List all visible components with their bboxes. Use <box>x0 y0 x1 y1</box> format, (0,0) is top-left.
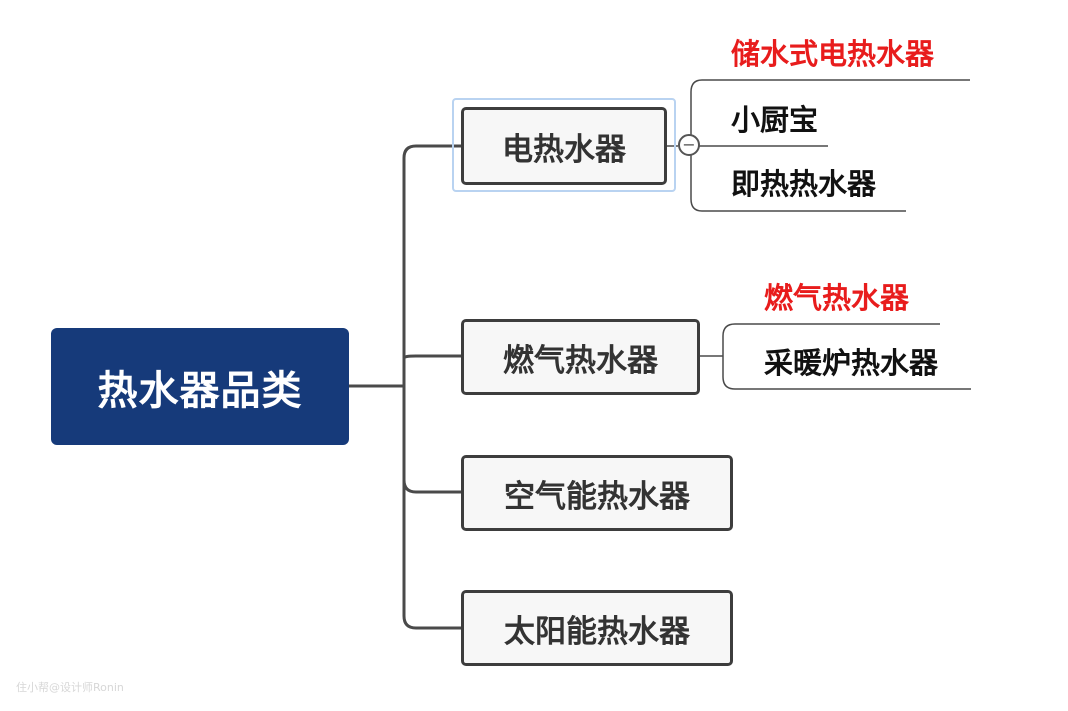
leaf-label: 采暖炉热水器 <box>764 346 939 380</box>
leaf-node-kitchen-heater[interactable]: 小厨宝 <box>731 106 818 135</box>
root-node[interactable]: 热水器品类 <box>51 328 349 445</box>
branch-label: 电热水器 <box>502 131 626 168</box>
gas-children-bracket-spine <box>722 323 736 390</box>
branch-label: 燃气热水器 <box>503 342 658 379</box>
branch-label: 太阳能热水器 <box>504 613 690 650</box>
root-node-label: 热水器品类 <box>97 367 303 414</box>
trunk-connector <box>402 144 463 630</box>
leaf-node-gas-heater[interactable]: 燃气热水器 <box>764 284 909 313</box>
branch-connector-gas <box>402 354 463 360</box>
branch-node-solar[interactable]: 太阳能热水器 <box>461 590 733 666</box>
leaf-label: 小厨宝 <box>731 103 819 137</box>
branch-connector-air <box>402 478 463 494</box>
minus-circle-icon: − <box>682 135 696 154</box>
leaf-label: 燃气热水器 <box>764 281 910 315</box>
leaf-node-instant-heater[interactable]: 即热热水器 <box>731 170 876 199</box>
branch-node-electric[interactable]: 电热水器 <box>461 107 667 185</box>
selection-outline <box>452 98 676 192</box>
leaf-label: 即热热水器 <box>731 167 877 201</box>
branch-node-gas[interactable]: 燃气热水器 <box>461 319 700 395</box>
leaf-label: 储水式电热水器 <box>731 37 935 71</box>
collapse-toggle[interactable]: − <box>678 134 700 156</box>
watermark: 住小帮@设计师Ronin <box>16 681 124 694</box>
leaf-node-boiler-heater[interactable]: 采暖炉热水器 <box>764 349 938 378</box>
branch-label: 空气能热水器 <box>504 478 690 515</box>
leaf-node-storage-electric[interactable]: 储水式电热水器 <box>731 40 934 69</box>
branch-node-air-source[interactable]: 空气能热水器 <box>461 455 733 531</box>
